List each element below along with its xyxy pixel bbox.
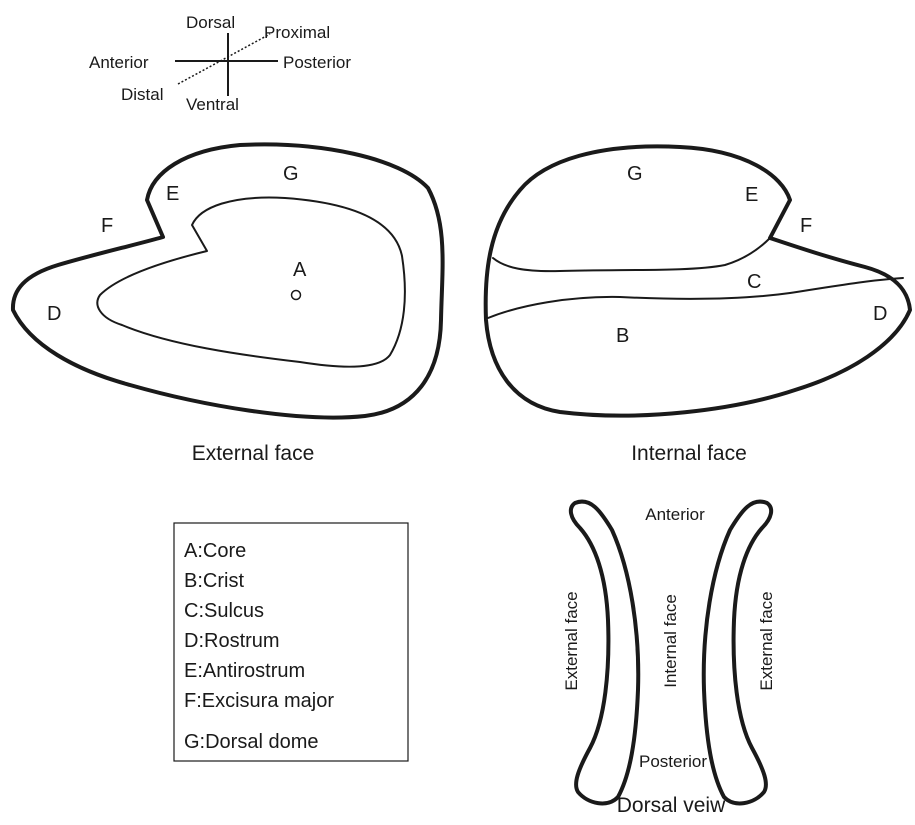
- dorsal-view-internal-label: Internal face: [661, 594, 680, 688]
- legend-item-dorsal-dome: G:Dorsal dome: [184, 731, 319, 753]
- internal-face-crist-line: [488, 278, 903, 318]
- internal-label-d: D: [873, 303, 887, 325]
- external-label-g: G: [283, 163, 299, 185]
- legend-item-sulcus: C:Sulcus: [184, 600, 264, 622]
- external-face-caption: External face: [192, 442, 315, 465]
- dorsal-view-posterior-label: Posterior: [639, 752, 707, 771]
- compass-dorsal-label: Dorsal: [186, 13, 235, 32]
- external-label-d: D: [47, 303, 61, 325]
- internal-label-f: F: [800, 215, 812, 237]
- legend-item-rostrum: D:Rostrum: [184, 630, 280, 652]
- external-face-diagram: A D E F G External face: [13, 144, 443, 465]
- legend-item-antirostrum: E:Antirostrum: [184, 660, 305, 682]
- compass-ventral-label: Ventral: [186, 95, 239, 114]
- dorsal-view-right-external-label: External face: [757, 591, 776, 690]
- compass-distal-label: Distal: [121, 85, 164, 104]
- compass-posterior-label: Posterior: [283, 53, 351, 72]
- core-point: [292, 291, 301, 300]
- external-face-outline: [13, 144, 443, 417]
- internal-label-b: B: [616, 325, 629, 347]
- internal-label-e: E: [745, 184, 758, 206]
- external-face-core-outline: [97, 198, 405, 367]
- proximal-distal-axis: [178, 34, 270, 84]
- compass-anterior-label: Anterior: [89, 53, 149, 72]
- compass-proximal-label: Proximal: [264, 23, 330, 42]
- internal-face-outline: [486, 146, 910, 415]
- legend-item-excisura-major: F:Excisura major: [184, 690, 334, 712]
- external-label-f: F: [101, 215, 113, 237]
- dorsal-view-anterior-label: Anterior: [645, 505, 705, 524]
- external-label-a: A: [293, 259, 307, 281]
- internal-face-diagram: G E F C B D Internal face: [486, 146, 910, 465]
- internal-label-c: C: [747, 271, 761, 293]
- external-label-e: E: [166, 183, 179, 205]
- legend-item-core: A:Core: [184, 540, 246, 562]
- legend: A:Core B:Crist C:Sulcus D:Rostrum E:Anti…: [174, 523, 408, 761]
- internal-face-upper-line: [493, 238, 770, 271]
- dorsal-view-caption: Dorsal veiw: [617, 794, 726, 817]
- dorsal-view-left-external-label: External face: [562, 591, 581, 690]
- internal-label-g: G: [627, 163, 643, 185]
- legend-item-crist: B:Crist: [184, 570, 244, 592]
- orientation-compass: Dorsal Ventral Anterior Posterior Proxim…: [89, 13, 351, 114]
- internal-face-caption: Internal face: [631, 442, 747, 465]
- dorsal-view-diagram: Anterior Posterior External face Interna…: [562, 502, 776, 817]
